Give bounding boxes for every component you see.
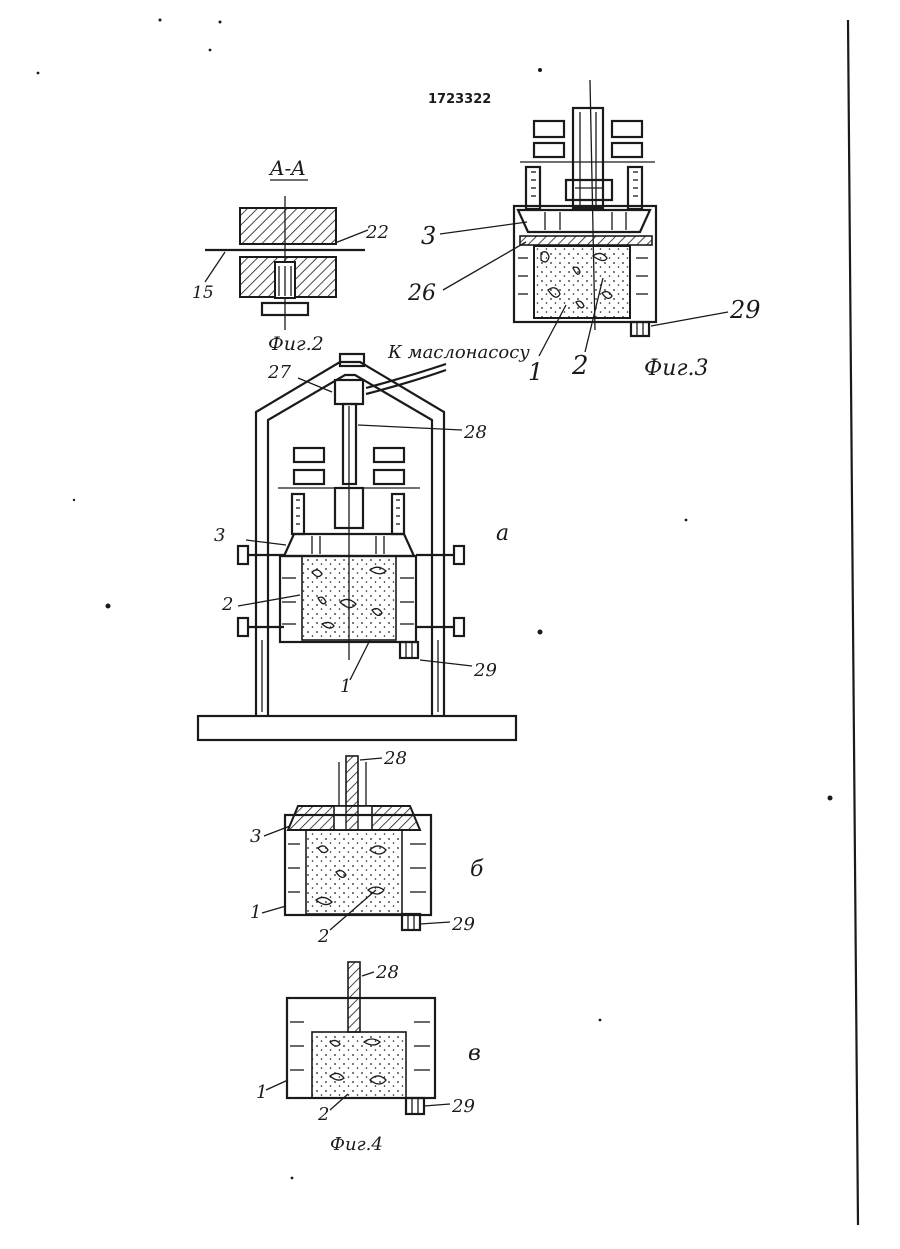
fig4v-stage: 28 1 2 29 в Фиг.4 xyxy=(256,962,481,1155)
fig4b-letter: б xyxy=(470,857,484,882)
fig2-upper-block xyxy=(240,208,336,244)
fig4a-label-2: 2 xyxy=(221,594,233,615)
fig4v-letter: в xyxy=(468,1041,481,1066)
fig3-label-2: 2 xyxy=(571,351,589,381)
fig4a-valve-29 xyxy=(400,642,418,658)
fig4a-cylinder-27 xyxy=(335,380,363,404)
fig4-caption: Фиг.4 xyxy=(330,1134,383,1155)
fig4v-block-2 xyxy=(312,1032,406,1098)
fig4a-label-1: 1 xyxy=(340,676,351,697)
fig4a-base-plate xyxy=(198,716,516,740)
fig4b-label-28: 28 xyxy=(383,748,407,769)
fig2-caption: Фиг.2 xyxy=(268,333,324,355)
fig4a-label-28: 28 xyxy=(463,422,487,443)
fig3-label-3: 3 xyxy=(421,222,436,250)
fig4b-stage: 28 3 1 2 29 б xyxy=(250,748,484,947)
fig4v-label-1: 1 xyxy=(256,1082,267,1103)
fig4a-frame xyxy=(256,362,444,716)
fig4b-label-1: 1 xyxy=(250,902,261,923)
fig3-label-29: 29 xyxy=(729,296,761,324)
fig4a-letter: а xyxy=(496,521,509,546)
fig2-label-22: 22 xyxy=(365,222,389,243)
fig4b-block-2 xyxy=(306,830,402,914)
margin-line xyxy=(848,20,858,1225)
fig3-label-1: 1 xyxy=(528,358,543,386)
fig4v-label-28: 28 xyxy=(375,962,399,983)
fig3-valve-29 xyxy=(631,322,649,336)
fig4a-pump-label: К маслонасосу xyxy=(387,342,530,363)
fig3-caption: Фиг.3 xyxy=(644,356,709,381)
fig2-section: A-A 22 15 Фиг.2 xyxy=(192,156,389,355)
fig3-plate xyxy=(520,236,652,245)
fig4a-label-3: 3 xyxy=(214,525,225,546)
section-label: A-A xyxy=(268,156,306,180)
fig4a-oil-pipe xyxy=(366,364,446,388)
fig4a-label-27: 27 xyxy=(267,362,291,383)
fig4v-label-2: 2 xyxy=(317,1104,329,1125)
fig2-label-15: 15 xyxy=(192,283,214,303)
fig3-assembly: 3 26 29 1 2 Фиг.3 xyxy=(407,80,761,386)
fig4b-valve-29 xyxy=(402,914,420,930)
fig4a-label-29: 29 xyxy=(473,660,497,681)
fig4b-label-29: 29 xyxy=(451,914,475,935)
fig4v-valve-29 xyxy=(406,1098,424,1114)
fig4v-label-29: 29 xyxy=(451,1096,475,1117)
fig4a-press: К маслонасосу 27 28 3 xyxy=(198,342,530,740)
patent-number: 1723322 xyxy=(428,92,491,107)
fig4b-label-2: 2 xyxy=(317,926,329,947)
fig4b-label-3: 3 xyxy=(250,826,261,847)
fig3-label-26: 26 xyxy=(407,281,436,306)
